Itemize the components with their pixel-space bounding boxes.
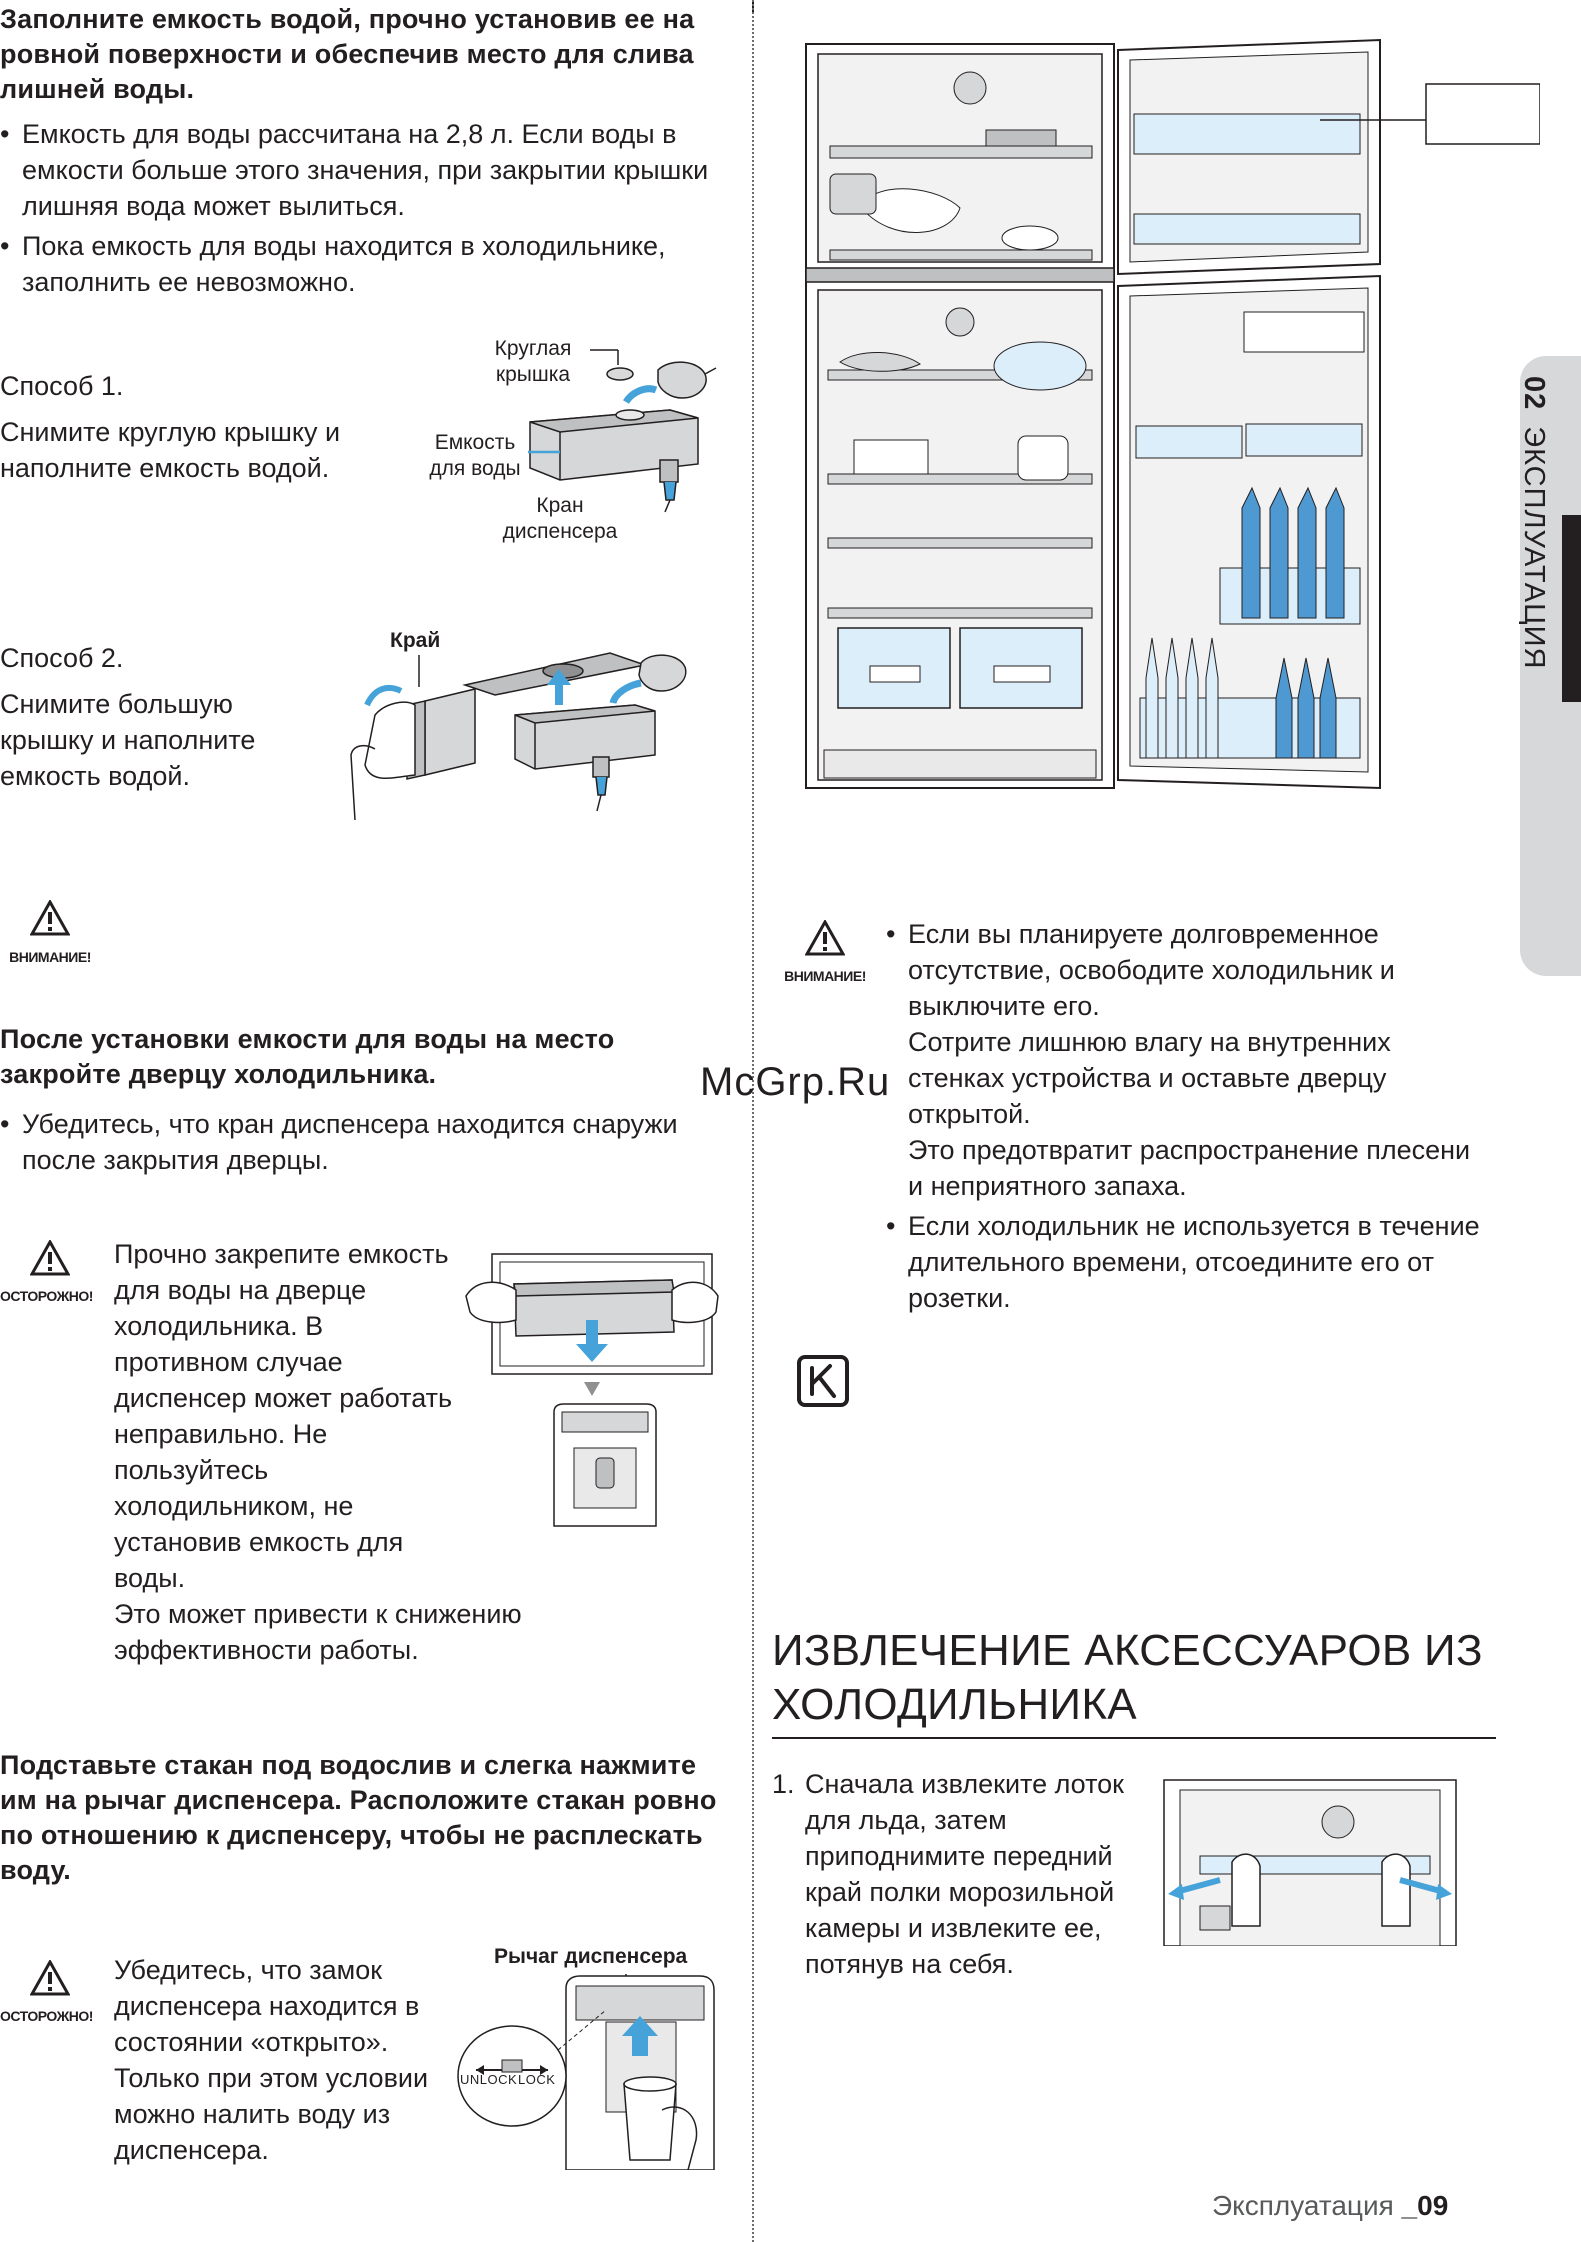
unlock-label: UNLOCK (460, 2072, 518, 2087)
dispenser-lever-illustration (457, 1974, 715, 2170)
caution-label: ОСТОРОЖНО! (0, 2008, 93, 2024)
warning-triangle-icon (30, 900, 70, 936)
step1-text: Сначала извлеките лоток для льда, затем … (805, 1769, 1124, 1979)
caution-label: ОСТОРОЖНО! (0, 1288, 93, 1304)
caution1-extra: Это может привести к снижению эффективно… (114, 1599, 522, 1665)
method1-tank-illustration (528, 349, 717, 513)
warning-triangle-icon (805, 920, 845, 956)
chapter-side-tab-marker (1562, 515, 1581, 702)
step1-number: 1. (772, 1769, 795, 1799)
right-warning-bullet-2: Если холодильник не используется в течен… (886, 1208, 1486, 1316)
fill-bullet-1: Емкость для воды рассчитана на 2,8 л. Ес… (0, 116, 730, 224)
section-rule (772, 1737, 1496, 1739)
right-warning-bullets: Если вы планируете долговременное отсутс… (886, 916, 1486, 1316)
watermark: McGrp.Ru (700, 1060, 891, 1104)
footer-section: Эксплуатация (1212, 2190, 1394, 2221)
glass-heading: Подставьте стакан под водослив и слегка … (0, 1750, 717, 1885)
caution-triangle-icon (30, 1240, 70, 1276)
close-bullet: Убедитесь, что кран диспенсера находится… (0, 1106, 700, 1178)
method2-title: Способ 2. (0, 643, 124, 673)
column-divider (752, 0, 754, 2242)
warning-label: ВНИМАНИЕ! (784, 968, 866, 984)
caution1-text: Прочно закрепите емкость для воды на две… (114, 1239, 453, 1593)
method1-title: Способ 1. (0, 371, 124, 401)
caution2-text: Убедитесь, что замок диспенсера находитс… (114, 1955, 429, 2165)
lever-label: Рычаг диспенсера (494, 1945, 688, 1968)
close-bullet-list: Убедитесь, что кран диспенсера находится… (0, 1106, 700, 1178)
lock-label: LOCK (518, 2072, 556, 2087)
chapter-name: ЭКСПЛУАТАЦИЯ (1518, 426, 1550, 670)
note-icon (797, 1355, 849, 1407)
caution-triangle-icon (30, 1960, 70, 1996)
close-heading: После установки емкости для воды на мест… (0, 1024, 615, 1089)
method1-text: Снимите круглую крышку и наполните емкос… (0, 417, 341, 483)
section-title: ИЗВЛЕЧЕНИЕ АКСЕССУАРОВ ИЗ ХОЛОДИЛЬНИКА (772, 1626, 1483, 1729)
refrigerator-interior-illustration (805, 38, 1540, 790)
fill-bullet-2: Пока емкость для воды находится в холоди… (0, 228, 730, 300)
freezer-shelf-removal-illustration (1163, 1779, 1457, 1946)
method2-text: Снимите большую крышку и наполните емкос… (0, 689, 256, 791)
fill-heading: Заполните емкость водой, прочно установи… (0, 4, 695, 104)
fill-bullets: Емкость для воды рассчитана на 2,8 л. Ес… (0, 116, 730, 300)
tank-install-illustration (465, 1253, 719, 1527)
warning-label: ВНИМАНИЕ! (9, 949, 91, 965)
page-number: _09 (1401, 2190, 1449, 2221)
chapter-side-label: 02ЭКСПЛУАТАЦИЯ (1517, 376, 1550, 669)
round-cap-label: Круглая крышка (494, 337, 572, 386)
method2-tank-illustration (350, 652, 687, 820)
tap-label: Кран диспенсера (502, 494, 618, 543)
edge-label: Край (390, 629, 441, 652)
tank-label: Емкость для воды (429, 431, 521, 480)
chapter-number: 02 (1518, 376, 1550, 411)
page-footer: Эксплуатация _09 (1212, 2190, 1448, 2222)
right-warning-bullet-1: Если вы планируете долговременное отсутс… (886, 916, 1486, 1204)
